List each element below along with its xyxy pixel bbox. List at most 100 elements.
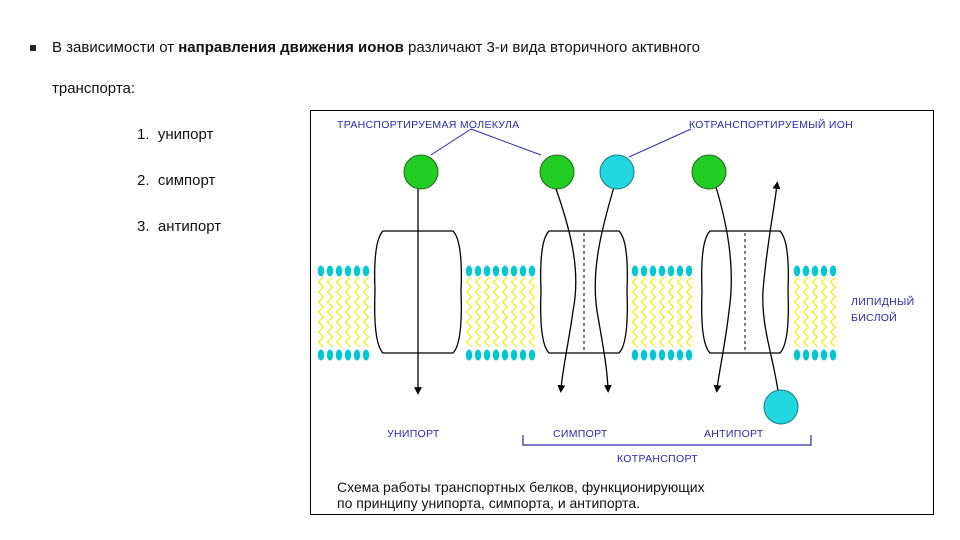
label-pointer-lines [430, 128, 692, 158]
lipid-head [658, 265, 666, 277]
intro-text-line2: транспорта: [52, 80, 136, 97]
caption-line-1: Схема работы транспортных белков, функци… [337, 479, 705, 495]
lipid-head [465, 349, 473, 361]
lipid-head [802, 349, 810, 361]
lipid-tails [317, 276, 837, 348]
lipid-tail [528, 276, 536, 348]
label-cotransport: КОТРАНСПОРТ [617, 453, 698, 465]
lipid-head [326, 349, 334, 361]
intro-text-bold: направления движения ионов [178, 39, 404, 56]
lipid-head [829, 349, 837, 361]
lipid-head [658, 349, 666, 361]
list-text: унипорт [157, 126, 214, 143]
lipid-tail [640, 276, 648, 348]
label-antiport: АНТИПОРТ [704, 428, 764, 440]
intro-text: В зависимости от направления движения ио… [52, 38, 700, 58]
lipid-head [640, 265, 648, 277]
lipid-head [362, 349, 370, 361]
intro-text-part1: В зависимости от [52, 39, 179, 56]
intro-text-part2: различают 3-и вида вторичного активного [403, 39, 700, 56]
lipid-head [474, 265, 482, 277]
lipid-head [510, 265, 518, 277]
lipid-tail [676, 276, 684, 348]
label-uniport: УНИПОРТ [387, 428, 440, 440]
lipid-tail [519, 276, 527, 348]
symport-molecule [539, 154, 575, 190]
lipid-head [793, 265, 801, 277]
lipid-tail [829, 276, 837, 348]
lipid-head [667, 265, 675, 277]
transport-type-list: 1. унипорт 2. симпорт 3. антипорт [137, 125, 221, 263]
lipid-head [631, 349, 639, 361]
lipid-head [492, 349, 500, 361]
list-number: 3. [137, 218, 150, 235]
lipid-head [820, 349, 828, 361]
lipid-tail [510, 276, 518, 348]
lipid-head [802, 265, 810, 277]
label-cotransported-ion: КОТРАНСПОРТИРУЕМЫЙ ИОН [689, 118, 853, 131]
transport-diagram: ТРАНСПОРТИРУЕМАЯ МОЛЕКУЛА КОТРАНСПОРТИРУ… [310, 110, 934, 515]
lipid-head [685, 265, 693, 277]
channel-symport [540, 230, 628, 354]
lipid-tail [802, 276, 810, 348]
antiport-ion-arrow [762, 181, 781, 392]
lipid-head [528, 349, 536, 361]
lipid-head [649, 349, 657, 361]
transport-diagram-svg: ТРАНСПОРТИРУЕМАЯ МОЛЕКУЛА КОТРАНСПОРТИРУ… [317, 118, 914, 511]
lipid-tail [685, 276, 693, 348]
lipid-tail [667, 276, 675, 348]
lipid-tail [649, 276, 657, 348]
lipid-head [465, 265, 473, 277]
lipid-head [676, 349, 684, 361]
lipid-head [474, 349, 482, 361]
lipid-head [492, 265, 500, 277]
lipid-head [528, 265, 536, 277]
lipid-head [640, 349, 648, 361]
lipid-tail [353, 276, 361, 348]
lipid-head [362, 265, 370, 277]
lipid-tail [492, 276, 500, 348]
lipid-head [811, 265, 819, 277]
list-text: симпорт [157, 172, 216, 189]
cotransport-bracket [522, 435, 812, 446]
lipid-tail [811, 276, 819, 348]
lipid-tail [483, 276, 491, 348]
lipid-head [353, 349, 361, 361]
caption-line-2: по принципу унипорта, симпорта, и антипо… [337, 495, 640, 511]
lipid-head [501, 349, 509, 361]
lipid-head [519, 265, 527, 277]
lipid-tail [658, 276, 666, 348]
lipid-head [344, 265, 352, 277]
lipid-heads [317, 265, 837, 361]
lipid-tail [501, 276, 509, 348]
lipid-head [685, 349, 693, 361]
lipid-head [811, 349, 819, 361]
label-transported-molecule: ТРАНСПОРТИРУЕМАЯ МОЛЕКУЛА [337, 119, 519, 131]
antiport-molecule [691, 154, 727, 190]
antiport-ion [763, 389, 799, 425]
lipid-head [353, 265, 361, 277]
label-lipid-1: ЛИПИДНЫЙ [851, 295, 914, 308]
list-text: антипорт [157, 218, 222, 235]
lipid-head [829, 265, 837, 277]
lipid-head [820, 265, 828, 277]
lipid-tail [317, 276, 325, 348]
lipid-head [676, 265, 684, 277]
lipid-tail [362, 276, 370, 348]
list-item-antiport: 3. антипорт [137, 217, 221, 263]
list-number: 2. [137, 172, 150, 189]
lipid-head [483, 265, 491, 277]
lipid-tail [335, 276, 343, 348]
lipid-tail [344, 276, 352, 348]
lipid-head [649, 265, 657, 277]
lipid-head [317, 349, 325, 361]
lipid-tail [326, 276, 334, 348]
lipid-tail [793, 276, 801, 348]
list-number: 1. [137, 126, 150, 143]
symport-ion-arrow [594, 186, 615, 393]
list-item-uniport: 1. унипорт [137, 125, 221, 171]
lipid-head [667, 349, 675, 361]
lipid-head [519, 349, 527, 361]
lipid-head [483, 349, 491, 361]
label-symport: СИМПОРТ [553, 428, 608, 440]
